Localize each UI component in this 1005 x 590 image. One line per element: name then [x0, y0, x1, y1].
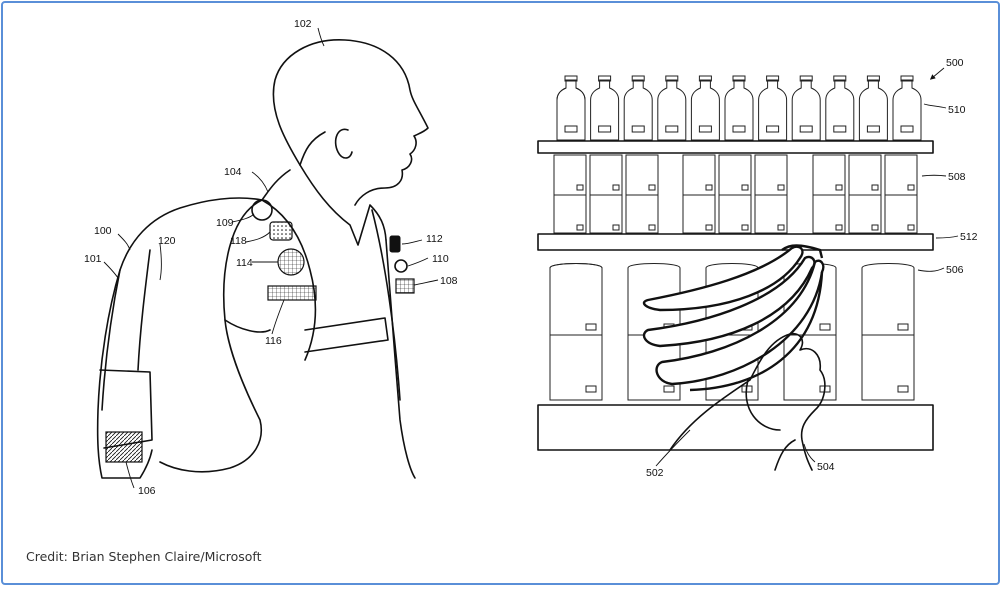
label-510: 510: [948, 104, 966, 116]
store-shelf: [537, 75, 934, 471]
label-102: 102: [294, 18, 312, 30]
right-leader-lines: [655, 67, 959, 467]
product-box: [884, 154, 918, 234]
device-112: [389, 235, 401, 253]
label-508: 508: [948, 171, 966, 183]
bottle: [724, 75, 754, 141]
label-104: 104: [224, 166, 242, 178]
sleeve: [224, 319, 271, 333]
backpack-panel: [101, 269, 121, 411]
ear: [334, 128, 353, 159]
product-box: [625, 154, 659, 234]
head-outline: [272, 39, 429, 206]
device-114: [277, 248, 305, 276]
shelf-bottom: [537, 404, 934, 451]
shoulder-strap: [261, 199, 317, 361]
label-120: 120: [158, 235, 176, 247]
label-502: 502: [646, 467, 664, 479]
label-512: 512: [960, 231, 978, 243]
product-box: [589, 154, 623, 234]
box-row: [553, 154, 918, 234]
hand: [669, 332, 826, 471]
bottle: [657, 75, 687, 141]
backpack-zip: [137, 249, 151, 371]
label-116: 116: [265, 335, 282, 347]
product-box: [812, 154, 846, 234]
device-110: [394, 259, 408, 273]
left-leader-lines: [103, 27, 439, 489]
device-116: [267, 285, 317, 301]
bottle: [623, 75, 653, 141]
paper-roll: [861, 263, 915, 401]
label-500: 500: [946, 57, 964, 69]
paper-roll: [549, 263, 603, 401]
bananas: [642, 244, 825, 392]
shelf-512: [537, 233, 934, 251]
label-101: 101: [84, 253, 102, 265]
label-100: 100: [94, 225, 112, 237]
bottle: [825, 75, 855, 141]
backpack-body: [96, 197, 263, 479]
person-with-backpack: [96, 39, 429, 479]
chest-strap: [304, 317, 389, 353]
device-118: [269, 221, 293, 241]
hair: [299, 131, 326, 166]
device-108: [395, 278, 415, 294]
label-108: 108: [440, 275, 458, 287]
label-110: 110: [432, 253, 449, 265]
bottle: [556, 75, 586, 141]
paper-roll: [549, 263, 603, 401]
product-box: [848, 154, 882, 234]
left-labels: 102 104 100 101 120 109 118 114 116 112 …: [84, 18, 458, 497]
bottle: [858, 75, 888, 141]
label-504: 504: [817, 461, 835, 473]
bottle-row: [556, 75, 922, 141]
bottle: [556, 75, 586, 141]
sensor-106: [105, 431, 143, 463]
product-box: [553, 154, 587, 234]
shelf-top: [537, 140, 934, 154]
shirt-front: [385, 239, 416, 479]
shirt-back: [261, 169, 291, 201]
right-labels: 500 510 508 512 506 502 504: [646, 57, 978, 479]
collar: [299, 164, 387, 246]
label-118: 118: [230, 235, 247, 247]
bottle: [758, 75, 788, 141]
device-109: [251, 199, 273, 221]
label-109: 109: [216, 217, 234, 229]
label-112: 112: [426, 233, 443, 245]
product-box: [553, 154, 587, 234]
product-box: [682, 154, 716, 234]
product-box: [754, 154, 788, 234]
product-box: [718, 154, 752, 234]
front-strap: [371, 209, 401, 401]
bottle: [791, 75, 821, 141]
label-106: 106: [138, 485, 156, 497]
arm: [159, 199, 263, 473]
bottle: [892, 75, 922, 141]
label-114: 114: [236, 257, 253, 269]
image-credit: Credit: Brian Stephen Claire/Microsoft: [26, 549, 262, 564]
bottle: [590, 75, 620, 141]
label-506: 506: [946, 264, 964, 276]
bottle: [690, 75, 720, 141]
